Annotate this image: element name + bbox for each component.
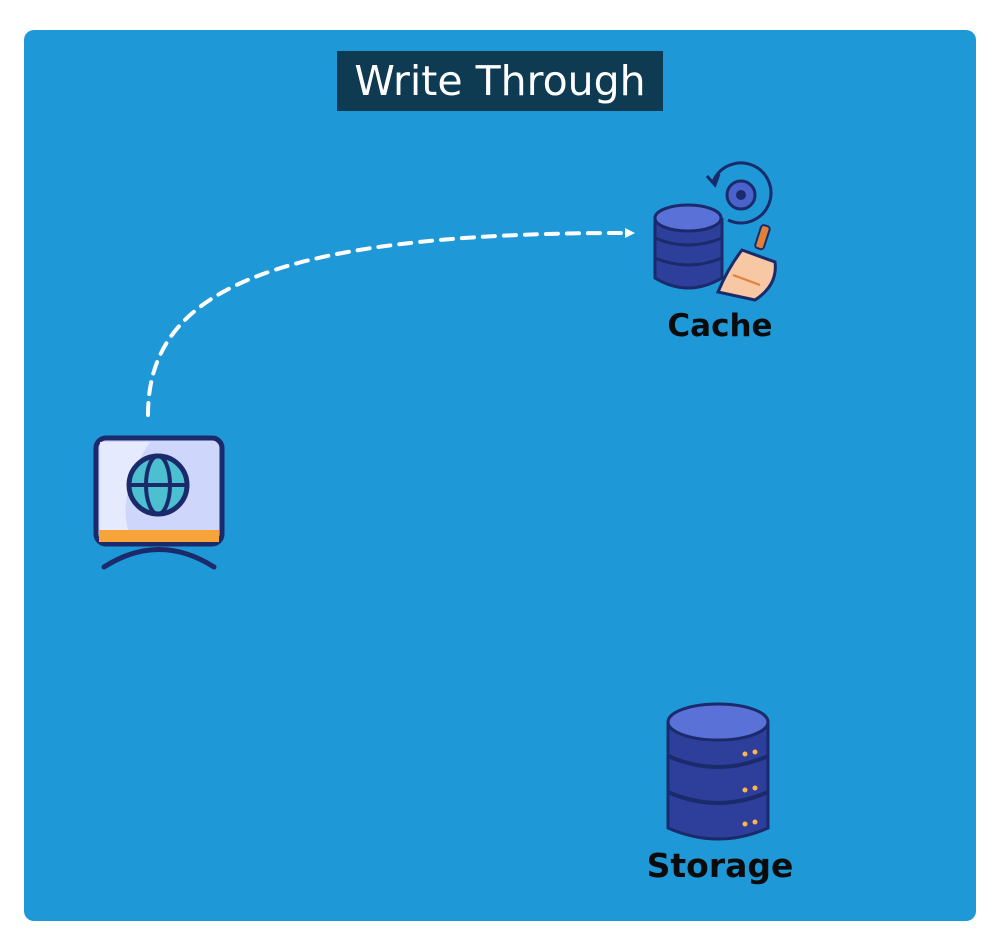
cache-label: Cache bbox=[667, 308, 773, 344]
storage-database-icon bbox=[666, 702, 770, 841]
diagram-title: Write Through bbox=[337, 51, 663, 111]
monitor-globe-icon bbox=[93, 435, 225, 570]
client-to-cache-arrow bbox=[146, 227, 635, 417]
storage-label: Storage bbox=[646, 846, 794, 885]
cache-database-icon bbox=[653, 161, 777, 302]
